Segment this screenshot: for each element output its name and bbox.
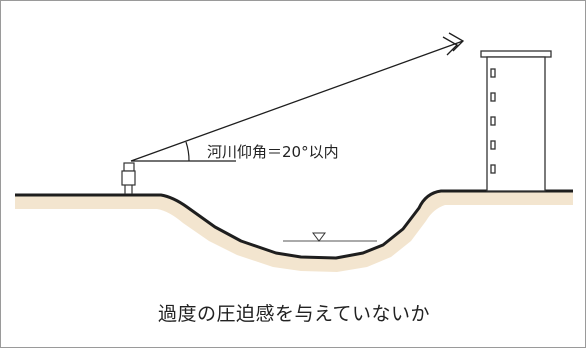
observer-figure xyxy=(121,162,136,194)
angle-label: 河川仰角＝20°以内 xyxy=(207,143,339,161)
diagram-caption: 過度の圧迫感を与えていないか xyxy=(157,303,431,325)
angle-arc xyxy=(185,141,190,162)
water-level-marker xyxy=(312,232,326,242)
ground-band xyxy=(15,191,573,272)
building xyxy=(480,50,552,192)
sight-line xyxy=(130,40,464,162)
sight-arrow-head xyxy=(442,32,465,56)
ground-profile-line xyxy=(15,189,573,260)
